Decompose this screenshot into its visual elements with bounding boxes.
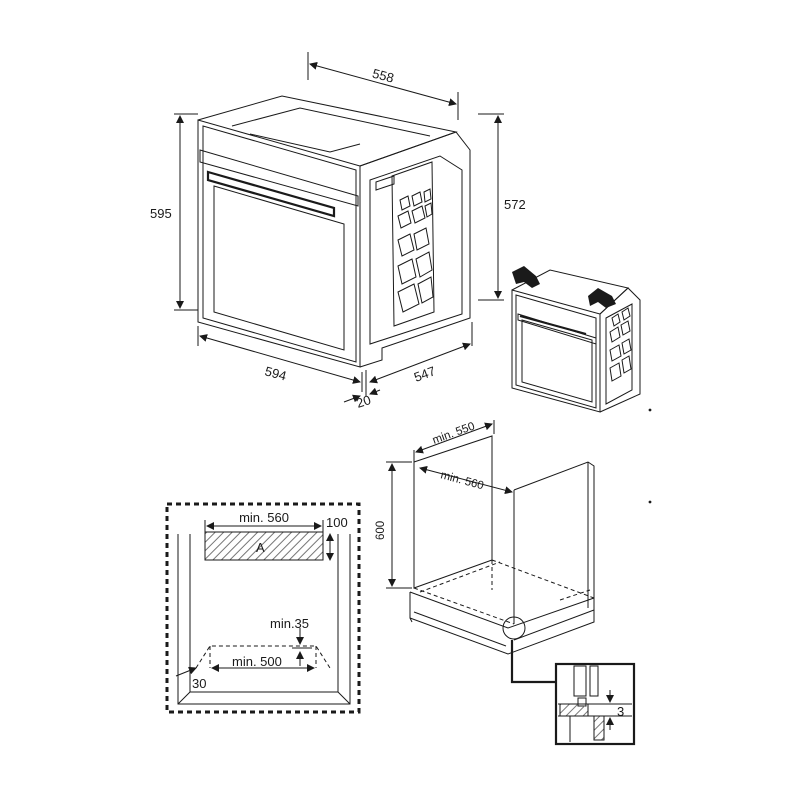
- oven-door-window: [213, 185, 345, 351]
- dim-cabinet-top-depth-label: min. 550: [431, 420, 477, 446]
- oven-handle: [206, 170, 336, 218]
- oven-vent-diamonds: [397, 188, 434, 313]
- dim-front-width-min-label: min. 560: [239, 510, 289, 525]
- dim-vent-height-label: min.35: [270, 616, 309, 631]
- vent-area-a: [204, 531, 324, 561]
- dim-body-height-label: 572: [504, 197, 526, 212]
- dim-detail-gap-label: 3: [617, 704, 624, 719]
- detail-callout-circle: [502, 616, 526, 640]
- dim-cabinet-inner-depth-label: min. 560: [439, 469, 485, 492]
- dim-front-width-label: 594: [263, 363, 288, 383]
- oven-front-face: [197, 119, 361, 368]
- cabinet-dimension-lines: min. 550 min. 560 600: [375, 420, 513, 589]
- cabinet-front-view: A min. 560 100 min.35 min. 500 30: [165, 502, 361, 714]
- dim-front-thickness-label: 20: [354, 392, 372, 411]
- oven-side-face: [359, 131, 471, 368]
- dim-top-gap-label: 100: [326, 515, 348, 530]
- detail-box: 3: [554, 662, 636, 746]
- oven-isometric: [197, 95, 471, 368]
- oven-control-panel: [199, 149, 359, 207]
- lifting-hand-icon: [512, 266, 540, 288]
- dim-depth-label: 547: [412, 363, 438, 385]
- dim-side-offset-label: 30: [192, 676, 206, 691]
- oven-small-lifting-view: [511, 266, 652, 504]
- dim-cabinet-height-label: 600: [375, 521, 387, 540]
- vent-area-label: A: [256, 540, 265, 555]
- oven-dimension-lines: 558 595 572 594 547 20: [150, 52, 526, 411]
- lifting-hand-icon: [588, 288, 616, 308]
- dim-width-label: 558: [371, 66, 396, 86]
- small-oven-vent-diamonds: [609, 307, 632, 382]
- dim-total-height-label: 595: [150, 206, 172, 221]
- dim-bottom-width-label: min. 500: [232, 654, 282, 669]
